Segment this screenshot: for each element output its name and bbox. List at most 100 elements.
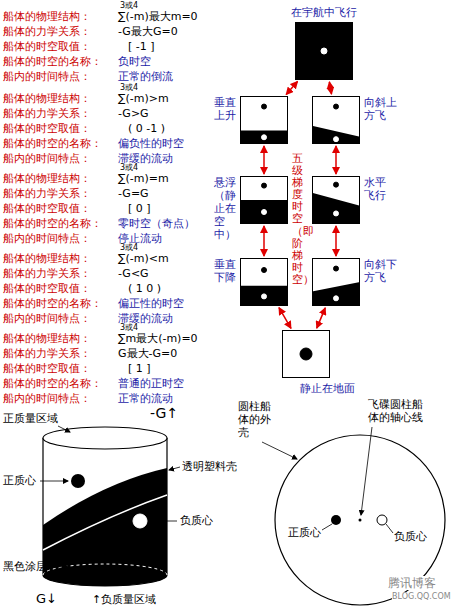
superscript: 3或4 <box>120 83 138 93</box>
row-label: 船体的时空的名称： <box>3 55 102 68</box>
transition-arrow <box>335 146 337 174</box>
watermark: BLOG.QQ.COM <box>392 592 451 602</box>
state-picture <box>240 258 288 306</box>
superscript: 3或4 <box>120 1 138 11</box>
state-picture <box>312 258 360 306</box>
force-value: -G最大G=0 <box>118 25 178 38</box>
formula-value: ∑(-m)<m <box>118 252 169 265</box>
state-square: 垂直下降 <box>240 258 288 306</box>
state-caption: 静止在地面 <box>300 382 355 395</box>
spacetime-value: [ 1 ] <box>128 362 151 375</box>
transition-arrow <box>263 146 265 174</box>
spacetime-value: ( 0 -1 ) <box>128 122 165 135</box>
state-caption: 向斜下方飞 <box>364 258 397 284</box>
row-label: 船体的力学关系： <box>3 25 91 38</box>
ship-cross-section <box>262 427 445 605</box>
state-picture <box>240 96 288 144</box>
time-feature: 正常的倒流 <box>118 70 173 83</box>
transition-arrow <box>279 308 291 329</box>
row-label: 船体的时空的名称： <box>3 217 102 230</box>
row-label: 船体的物理结构： <box>3 252 91 265</box>
formula-value: ∑(-m)=m <box>118 172 169 185</box>
state-caption: 在宇航中飞行 <box>291 6 357 19</box>
part-label: 正质心 <box>3 474 36 487</box>
row-label: 船体的时空取值： <box>3 40 91 53</box>
part-label: 负质心 <box>394 530 427 543</box>
superscript: 3或4 <box>120 323 138 333</box>
state-picture <box>240 176 288 224</box>
state-caption: 向斜上方飞 <box>364 96 397 122</box>
row-label: 船体的时空的名称： <box>3 377 102 390</box>
region-label: 正质量区域 <box>3 412 58 425</box>
state-caption: 垂直上升 <box>214 96 236 122</box>
superscript: 3或4 <box>120 243 138 253</box>
part-label: 圆柱船体的外壳 <box>238 400 271 439</box>
force-label: G↓ <box>36 591 57 607</box>
row-label: 船内的时间特点： <box>3 392 91 405</box>
state-picture <box>312 176 360 224</box>
watermark: 腾讯博客 <box>388 576 436 590</box>
spacetime-name: 普通的正时空 <box>118 377 184 390</box>
spacetime-value: [ -1 ] <box>128 40 155 53</box>
state-square: 向斜上方飞 <box>312 96 360 144</box>
row-label: 船体的力学关系： <box>3 187 91 200</box>
part-label: 透明塑料壳 <box>182 460 237 473</box>
spacetime-name: 偏负性的时空 <box>118 137 184 150</box>
superscript: 3或4 <box>120 163 138 173</box>
transition-arrow <box>317 308 325 328</box>
row-label: 船体的力学关系： <box>3 107 91 120</box>
transition-arrow <box>263 226 265 256</box>
state-square: 悬浮（静止在空中） <box>240 176 288 224</box>
row-label: 船体的物理结构： <box>3 172 91 185</box>
row-label: 船内的时间特点： <box>3 312 91 325</box>
spacetime-value: ( 1 0 ) <box>128 282 161 295</box>
region-label: ↑负质量区域 <box>92 593 156 606</box>
row-label: 船体的时空取值： <box>3 122 91 135</box>
row-label: 船体的时空取值： <box>3 282 91 295</box>
spacetime-value: [ 0 ] <box>128 202 151 215</box>
spacetime-name: 偏正性的时空 <box>118 297 184 310</box>
row-label: 船体的物理结构： <box>3 10 91 23</box>
part-label: 黑色涂层 <box>3 560 47 573</box>
force-value: G最大-G=0 <box>118 347 177 360</box>
state-picture <box>312 96 360 144</box>
state-square: 向斜下方飞 <box>312 258 360 306</box>
row-label: 船内的时间特点： <box>3 152 91 165</box>
row-label: 船体的物理结构： <box>3 332 91 345</box>
formula-value: ∑(-m)最大m=0 <box>118 10 198 23</box>
state-square: 水平飞行 <box>312 176 360 224</box>
state-caption: 水平飞行 <box>364 176 386 202</box>
force-value: -G=G <box>118 187 149 200</box>
spacetime-name: 负时空 <box>118 55 151 68</box>
formula-value: ∑(-m)>m <box>118 92 169 105</box>
state-caption: 悬浮（静止在空中） <box>214 176 236 241</box>
row-label: 船体的时空取值： <box>3 362 91 375</box>
force-label: -G↑ <box>150 405 178 422</box>
transition-arrow <box>329 82 331 94</box>
state-square: 垂直上升 <box>240 96 288 144</box>
row-label: 船体的时空的名称： <box>3 297 102 310</box>
state-caption: 垂直下降 <box>214 258 236 284</box>
cylinder-ship <box>40 426 180 586</box>
time-feature: 正常的流动 <box>118 392 173 405</box>
state-square: 静止在地面 <box>282 330 330 378</box>
force-value: -G<G <box>118 267 149 280</box>
spacetime-name: 零时空（奇点） <box>118 217 195 230</box>
part-label: 负质心 <box>180 514 213 527</box>
row-label: 船体的物理结构： <box>3 92 91 105</box>
transition-arrow <box>286 82 297 95</box>
state-square: 在宇航中飞行 <box>295 22 353 80</box>
force-value: -G>G <box>118 107 149 120</box>
row-label: 船体的时空取值： <box>3 202 91 215</box>
formula-value: ∑m最大(-m)=0 <box>118 332 198 345</box>
row-label: 船内的时间特点： <box>3 70 91 83</box>
state-picture <box>295 22 353 80</box>
row-label: 船内的时间特点： <box>3 232 91 245</box>
vertical-note: 五级梯度时空（即阶梯时空） <box>292 153 303 286</box>
transition-arrow <box>335 226 337 256</box>
part-label: 正质心 <box>288 526 321 539</box>
state-picture <box>282 330 330 378</box>
row-label: 船体的力学关系： <box>3 347 91 360</box>
row-label: 船体的力学关系： <box>3 267 91 280</box>
row-label: 船体的时空的名称： <box>3 137 102 150</box>
